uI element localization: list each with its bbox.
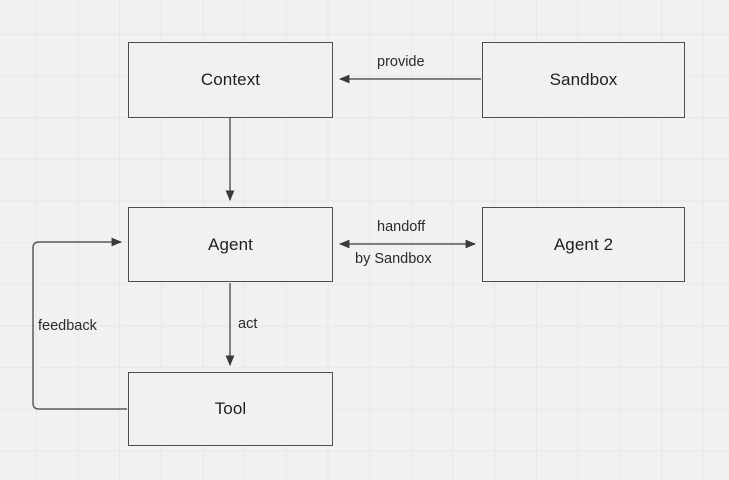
node-context-label: Context [200,70,261,89]
edge-label-act: act [238,316,258,332]
node-sandbox[interactable]: Sandbox [482,42,685,118]
node-agent2[interactable]: Agent 2 [482,207,685,282]
node-agent[interactable]: Agent [128,207,333,282]
edge-label-handoff: handoff [377,219,426,235]
edge-tool-feedback-agent [32,237,127,410]
node-agent-label: Agent [208,234,253,254]
edge-label-provide: provide [377,54,425,70]
edge-label-feedback: feedback [38,318,97,334]
edge-label-by-sandbox: by Sandbox [355,251,432,267]
node-context[interactable]: Context [128,42,333,118]
node-agent2-label: Agent 2 [553,234,614,254]
node-tool-label: Tool [214,399,247,418]
node-sandbox-label: Sandbox [549,70,618,89]
node-tool[interactable]: Tool [128,372,333,446]
